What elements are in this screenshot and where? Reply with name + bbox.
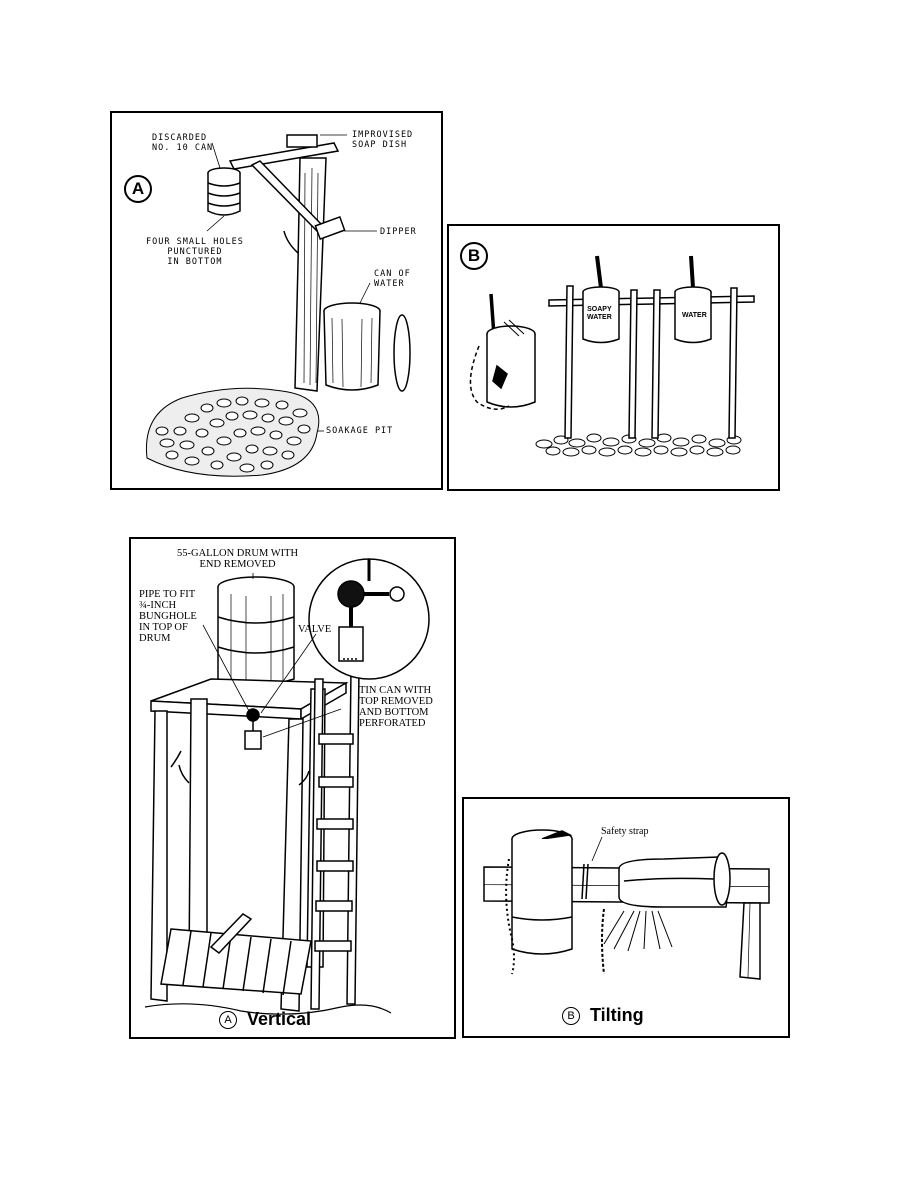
panel-a-badge: A <box>124 175 152 203</box>
frame-posts <box>150 688 326 1012</box>
water-can <box>323 302 411 392</box>
strap-leader <box>591 836 603 862</box>
tree-support <box>739 902 761 980</box>
panel-b-pole-handwash: B SOAPY WATER WATER <box>447 224 780 491</box>
panel-b-badge: B <box>460 242 488 270</box>
water-can-b <box>674 255 712 344</box>
tilting-caption-text: Tilting <box>590 1005 644 1025</box>
dipper <box>314 216 346 240</box>
soap-dish <box>286 134 318 148</box>
ladder <box>310 668 360 1010</box>
leader-lines <box>206 134 377 432</box>
floor-slats <box>160 913 312 996</box>
drum <box>217 576 295 686</box>
tilting-caption-letter: B <box>562 1006 580 1025</box>
soakage-pit-stones <box>145 387 320 477</box>
panel-vertical-shower: 55-GALLON DRUM WITH END REMOVED PIPE TO … <box>129 537 456 1039</box>
label-soapy-water: SOAPY WATER <box>587 306 612 321</box>
ground-stones <box>535 433 742 457</box>
poles <box>564 285 738 439</box>
label-discarded-can: DISCARDED NO. 10 CAN <box>152 133 214 153</box>
vertical-shower-illustration <box>144 558 430 1015</box>
water-spray <box>603 910 673 952</box>
vertical-caption: A Vertical <box>219 1009 311 1030</box>
hanging-can <box>207 167 241 216</box>
upright-can <box>505 829 573 975</box>
label-tin-can: TIN CAN WITH TOP REMOVED AND BOTTOM PERF… <box>359 685 433 729</box>
label-drum: 55-GALLON DRUM WITH END REMOVED <box>177 548 299 570</box>
label-soap-dish: IMPROVISED SOAP DISH <box>352 130 414 150</box>
label-pipe: PIPE TO FIT ¾-INCH BUNGHOLE IN TOP OF DR… <box>139 589 197 644</box>
vertical-leaders <box>202 573 342 738</box>
vertical-caption-text: Vertical <box>247 1009 312 1029</box>
valve-inset <box>308 558 430 680</box>
panel-tilting-shower: Safety strap B Tilting <box>462 797 790 1038</box>
panel-a-can-handwasher: A DISCARDED NO. 10 CAN IMPROVISED SOAP D… <box>110 111 443 490</box>
panel-b-illustration <box>469 255 755 457</box>
label-holes: FOUR SMALL HOLES PUNCTURED IN BOTTOM <box>146 237 244 267</box>
soapy-water-can <box>582 255 620 344</box>
label-valve: VALVE <box>298 624 332 635</box>
label-soakage-pit: SOAKAGE PIT <box>326 426 394 436</box>
tilting-caption: B Tilting <box>562 1005 644 1026</box>
tilting-can-inset <box>469 293 536 410</box>
tilting-shower-illustration <box>483 829 770 980</box>
valve-can <box>244 708 262 750</box>
ground-line <box>144 1003 392 1015</box>
label-safety-strap: Safety strap <box>601 826 649 837</box>
label-can-of-water: CAN OF WATER <box>374 269 411 289</box>
drain-hose <box>601 908 605 975</box>
label-dipper: DIPPER <box>380 227 417 237</box>
pole-crossbar <box>548 295 755 307</box>
vertical-caption-letter: A <box>219 1010 237 1029</box>
tilting-can <box>618 852 731 908</box>
safety-strap <box>581 863 589 900</box>
label-water: WATER <box>682 312 707 319</box>
panel-a-illustration <box>145 134 411 477</box>
